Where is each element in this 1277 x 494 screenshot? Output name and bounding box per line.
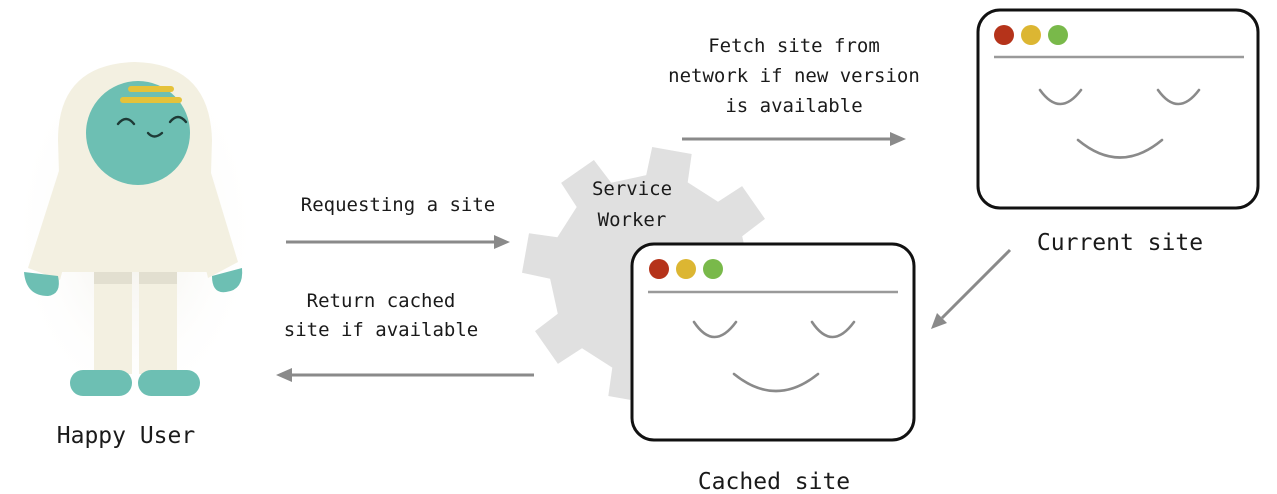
current-site-browser [976,8,1260,210]
label-service-worker-line1: Service [592,178,672,200]
arrow-update-cache [931,248,1012,329]
arrow-return [276,368,534,382]
user-right-foot [138,370,200,396]
happy-user-figure [10,45,260,415]
window-smile [732,372,820,393]
label-current-site: Current site [1037,230,1203,256]
user-left-foot [70,370,132,396]
window-smile [1076,138,1164,159]
label-return-line1: Return cached [307,290,456,312]
label-fetch-line3: is available [725,95,862,117]
label-requesting: Requesting a site [301,194,495,216]
window-dot-red [994,25,1014,45]
window-dot-red [649,259,669,279]
label-happy-user: Happy User [57,423,195,449]
user-left-eye [116,117,136,126]
user-smile [146,131,164,138]
arrow-request [286,235,510,249]
user-headband-bottom [120,97,182,103]
window-right-eye [1156,88,1201,106]
window-dot-yellow [1021,25,1041,45]
user-left-hand [24,272,59,296]
user-right-hand [212,268,243,293]
window-dot-green [703,259,723,279]
window-right-eye [810,320,856,339]
label-fetch-line2: network if new version [668,65,920,87]
user-right-eye [168,115,188,124]
window-left-eye [1038,88,1083,106]
user-headband-top [128,86,174,92]
arrow-fetch [682,132,906,146]
browser-window-icon [976,8,1260,210]
label-cached-site: Cached site [698,469,850,494]
label-return-line2: site if available [284,319,478,341]
user-face [86,81,190,185]
window-left-eye [692,320,738,339]
browser-window-icon [630,242,916,442]
cached-site-browser [630,242,916,442]
label-fetch-line1: Fetch site from [708,35,880,57]
window-dot-green [1048,25,1068,45]
label-service-worker-line2: Worker [598,209,667,231]
window-dot-yellow [676,259,696,279]
